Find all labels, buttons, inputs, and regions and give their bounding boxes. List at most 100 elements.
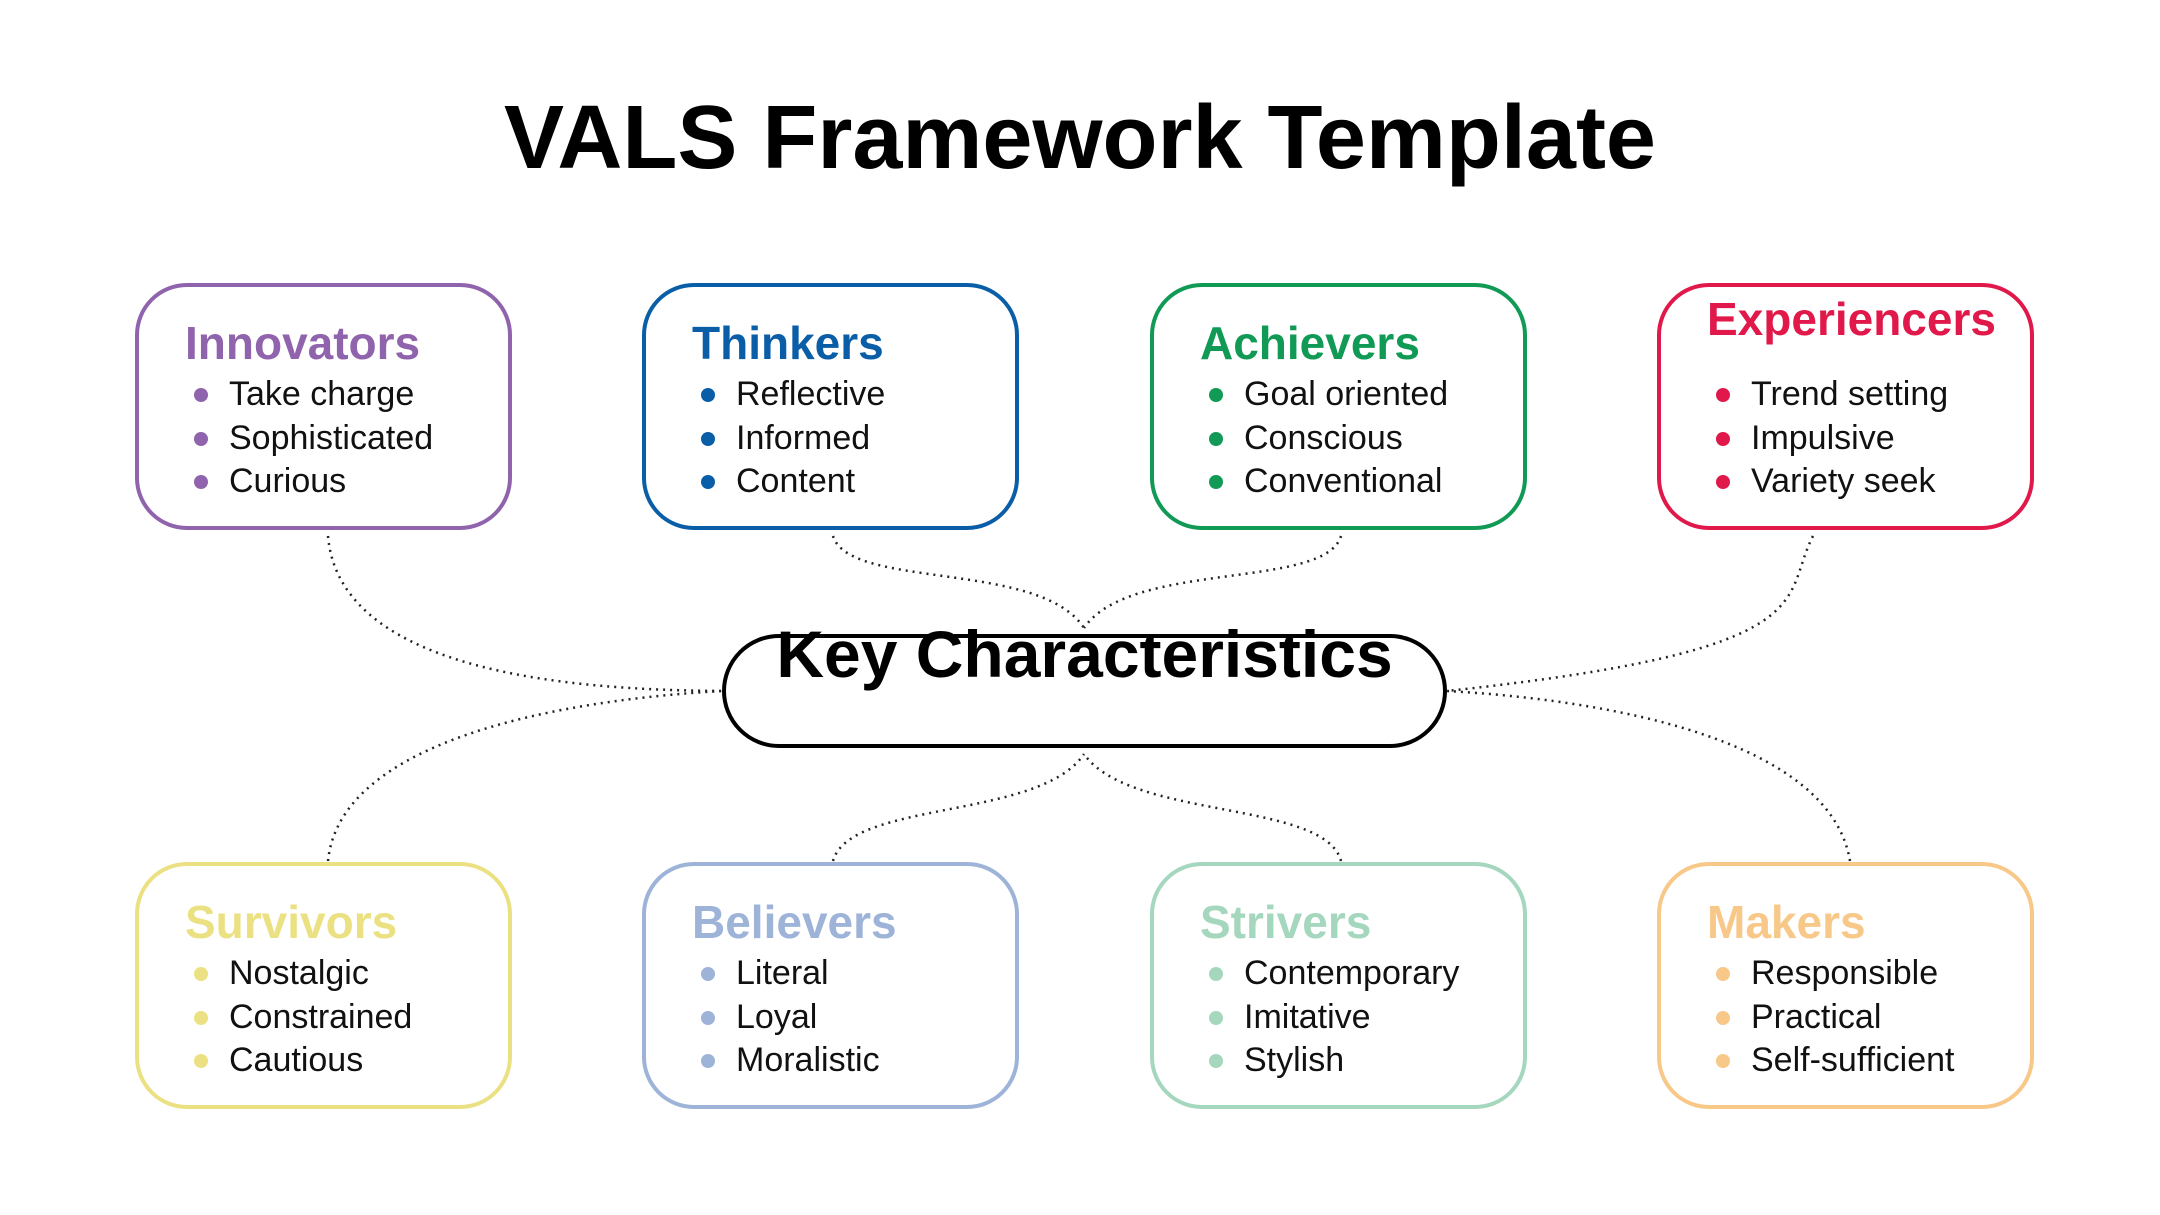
bullet-icon — [1209, 1054, 1223, 1068]
bullet-icon — [701, 967, 715, 981]
trait-text: Stylish — [1244, 1041, 1345, 1079]
trait-text: Curious — [229, 462, 347, 500]
bullet-icon — [701, 1010, 715, 1025]
bullet-icon — [1716, 388, 1730, 402]
trait-text: Conscious — [1244, 418, 1403, 457]
center-hub — [722, 634, 1447, 748]
segment-title: Experiencers — [1707, 293, 1996, 345]
trait-item: Loyal — [692, 996, 880, 1040]
trait-text: Trend setting — [1751, 375, 1949, 413]
trait-text: Goal oriented — [1244, 375, 1449, 413]
trait-item: Literal — [692, 952, 880, 996]
trait-item: Curious — [185, 460, 433, 504]
segment-title: Innovators — [185, 317, 421, 369]
trait-item: Conscious — [1200, 417, 1448, 461]
trait-item: Trend setting — [1707, 373, 1948, 417]
bullet-icon — [1209, 967, 1223, 981]
trait-text: Moralistic — [736, 1041, 880, 1079]
bullet-icon — [1209, 388, 1223, 402]
trait-text: Self-sufficient — [1751, 1041, 1955, 1079]
bullet-icon — [1716, 1010, 1730, 1025]
bullet-icon — [1716, 431, 1730, 446]
trait-text: Variety seek — [1751, 462, 1936, 500]
bullet-icon — [194, 388, 208, 402]
trait-item: Stylish — [1200, 1039, 1459, 1083]
trait-item: Variety seek — [1707, 460, 1948, 504]
trait-item: Moralistic — [692, 1039, 880, 1083]
trait-text: Take charge — [229, 375, 415, 413]
connector-thinkers — [831, 535, 1086, 629]
trait-item: Conventional — [1200, 460, 1448, 504]
trait-text: Responsible — [1751, 954, 1939, 992]
trait-item: Practical — [1707, 996, 1954, 1040]
trait-item: Nostalgic — [185, 952, 412, 996]
trait-item: Content — [692, 460, 885, 504]
center-label: Key Characteristics — [776, 617, 1393, 691]
trait-item: Contemporary — [1200, 952, 1459, 996]
bullet-icon — [194, 1010, 208, 1025]
bullet-icon — [1209, 1010, 1223, 1025]
bullet-icon — [1716, 1054, 1730, 1068]
trait-item: Impulsive — [1707, 417, 1948, 461]
segment-title: Thinkers — [692, 317, 884, 369]
bullet-icon — [1716, 967, 1730, 981]
trait-item: Constrained — [185, 996, 412, 1040]
trait-item: Sophisticated — [185, 417, 433, 461]
trait-text: Informed — [736, 418, 871, 457]
bullet-icon — [194, 431, 208, 446]
trait-text: Nostalgic — [229, 954, 369, 992]
trait-item: Informed — [692, 417, 885, 461]
segment-title: Strivers — [1200, 896, 1372, 948]
bullet-icon — [1209, 431, 1223, 446]
trait-text: Sophisticated — [229, 418, 434, 457]
trait-item: Goal oriented — [1200, 373, 1448, 417]
bullet-icon — [701, 388, 715, 402]
trait-text: Imitative — [1244, 997, 1371, 1036]
bullet-icon — [701, 475, 715, 489]
trait-text: Reflective — [736, 375, 886, 413]
segment-title: Believers — [692, 896, 897, 948]
page-title: VALS Framework Template — [504, 88, 1656, 188]
trait-text: Impulsive — [1751, 418, 1895, 457]
segment-title: Survivors — [185, 896, 398, 948]
trait-text: Cautious — [229, 1041, 364, 1079]
segment-title: Achievers — [1200, 317, 1420, 369]
trait-text: Content — [736, 462, 856, 500]
bullet-icon — [701, 431, 715, 446]
trait-text: Conventional — [1244, 462, 1443, 500]
bullet-icon — [194, 475, 208, 489]
trait-item: Responsible — [1707, 952, 1954, 996]
segment-title: Makers — [1707, 896, 1866, 948]
connector-strivers — [1082, 753, 1343, 862]
trait-item: Reflective — [692, 373, 885, 417]
trait-text: Practical — [1751, 997, 1882, 1036]
connector-experiencers — [1446, 535, 1815, 693]
bullet-icon — [1209, 475, 1223, 489]
trait-text: Literal — [736, 954, 829, 992]
bullet-icon — [194, 967, 208, 981]
trait-item: Imitative — [1200, 996, 1459, 1040]
bullet-icon — [701, 1054, 715, 1068]
connector-believers — [831, 753, 1086, 862]
connector-makers — [1446, 689, 1852, 862]
trait-item: Take charge — [185, 373, 433, 417]
connector-survivors — [326, 689, 723, 862]
bullet-icon — [1716, 475, 1730, 489]
trait-item: Self-sufficient — [1707, 1039, 1954, 1083]
